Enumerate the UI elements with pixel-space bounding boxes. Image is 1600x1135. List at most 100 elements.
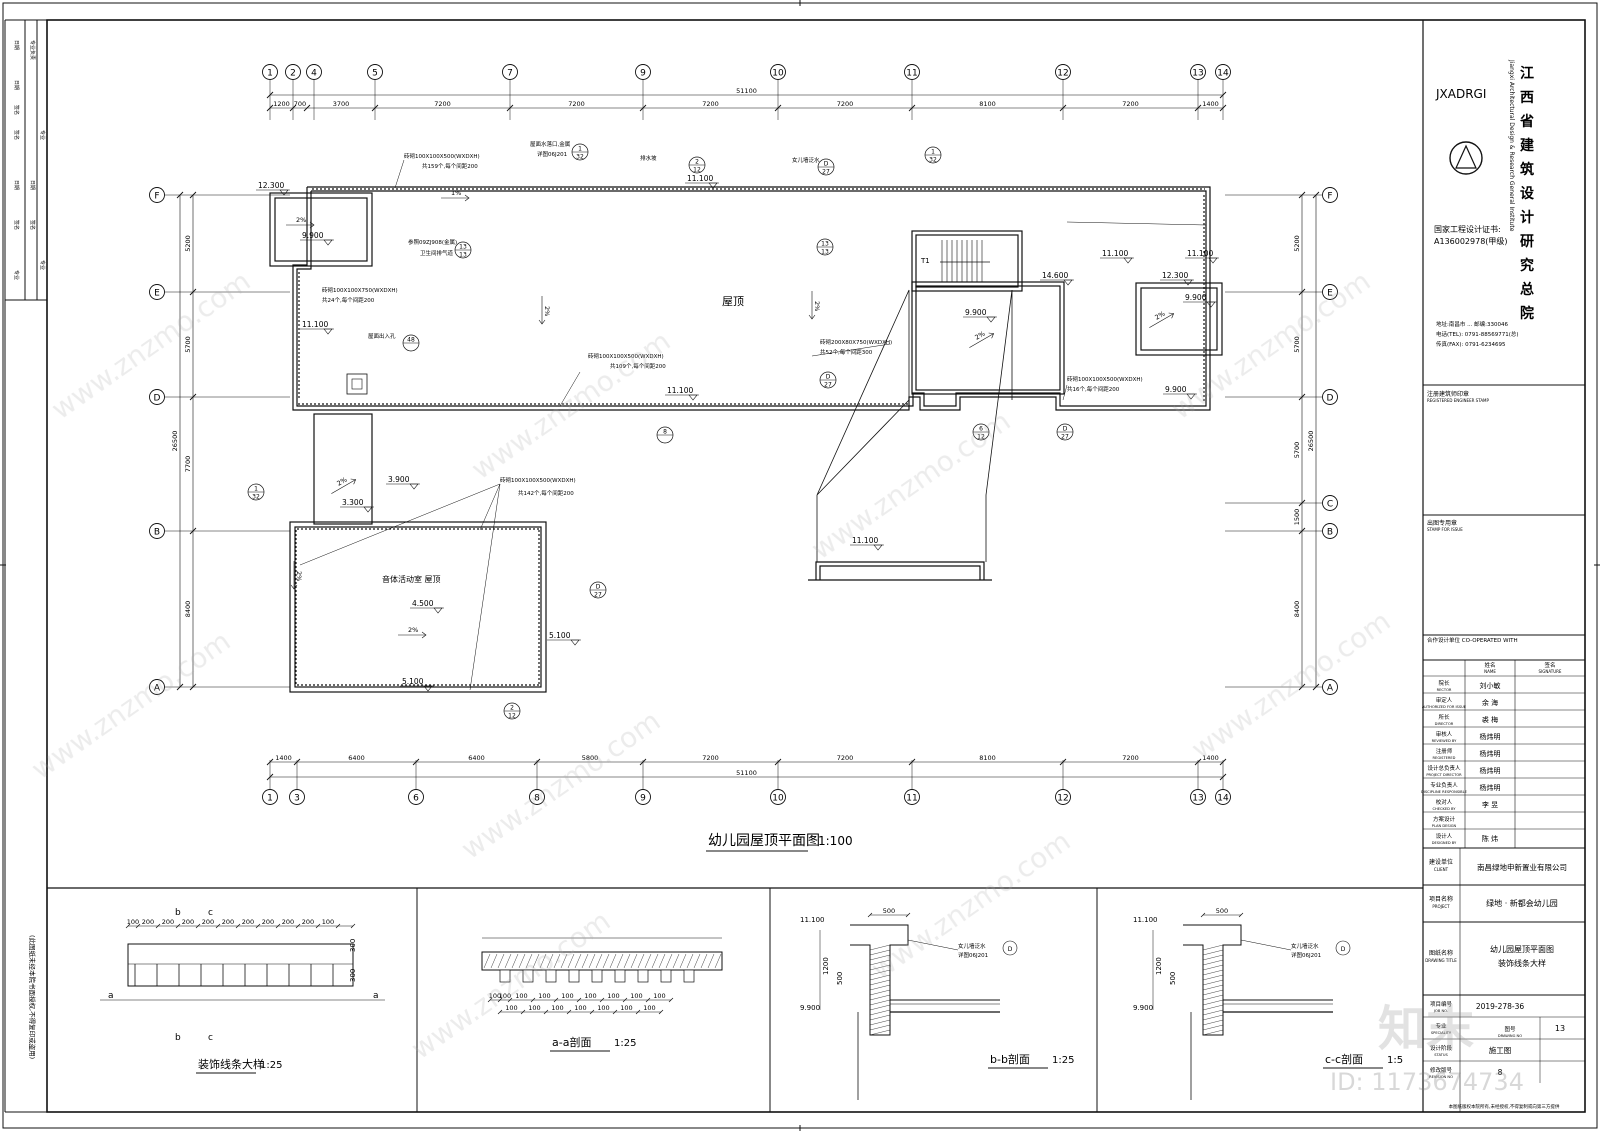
detail-4-dim-v2: 500 <box>1169 972 1177 985</box>
detail-index-bubble: 8 <box>656 426 674 444</box>
company-name-char: 总 <box>1520 281 1534 298</box>
detail-index-bottom: 13 <box>459 252 467 259</box>
axis-bottom-9: 9 <box>635 789 651 805</box>
detail-index-top: 8 <box>663 429 667 436</box>
drawing-label-en: DRAWING TITLE <box>1425 958 1457 963</box>
axis-left-B-label: B <box>154 528 160 538</box>
dim-bottom-5: 7200 <box>837 754 854 762</box>
role-label: 审核人 <box>1436 730 1453 738</box>
d2-dim2: 100 <box>620 1004 632 1012</box>
d1-section-mark: b <box>175 908 181 918</box>
dim-right-2: 5700 <box>1293 442 1301 459</box>
elevation-value: 12.300 <box>1162 271 1188 280</box>
company-logo-icon <box>1449 141 1483 175</box>
axis-right-D: D <box>1322 389 1338 405</box>
role-label-en: RECTOR <box>1437 688 1452 692</box>
d1-side-dim: 300 <box>349 969 357 982</box>
dim-left-1: 5700 <box>184 336 192 353</box>
issue-label-en: STAMP FOR ISSUE <box>1427 527 1463 532</box>
axis-right-D-label: D <box>1327 394 1334 404</box>
company-name-char: 院 <box>1520 305 1534 322</box>
detail-index-bottom: 27 <box>822 169 830 176</box>
strip-vertical-note: (此图纸未经本院书面授权,不得复印或盗用) <box>28 935 37 1059</box>
slope-arrows: 1%2%2%2%2%2%2%2%2% <box>286 189 1175 639</box>
elevation-value: 11.100 <box>852 536 878 545</box>
role-label: 注册师 <box>1436 747 1453 755</box>
company-logo-text: JXADRGI <box>1435 87 1486 101</box>
axis-left-D: D <box>149 389 165 405</box>
detail-3-elev2: 9.900 <box>800 1004 820 1012</box>
col-sign: 签名 <box>1544 661 1555 669</box>
elevation-mark: 11.100 <box>665 386 699 401</box>
axis-top-7-label: 7 <box>507 69 513 79</box>
person-name: 刘小敏 <box>1480 681 1501 690</box>
d1-dim: 200 <box>242 918 254 926</box>
dim-bottom-4: 7200 <box>702 754 719 762</box>
detail-1-scale: 1:25 <box>260 1060 282 1071</box>
detail-index-top: 13 <box>821 241 829 248</box>
leader-note: 详图06J201 <box>537 150 567 158</box>
d1-dim: 200 <box>282 918 294 926</box>
elevation-mark: 14.600 <box>1040 271 1074 286</box>
watermark-site: www.znzmo.com <box>465 324 676 486</box>
tb-row-label-en: JOB NO. <box>1433 1009 1448 1013</box>
detail-index-top: 2 <box>510 705 514 712</box>
gym-roof-label: 音体活动室 屋顶 <box>382 574 441 584</box>
dim-top-2: 3700 <box>333 100 350 108</box>
axis-left-B: B <box>149 523 165 539</box>
d1-dim: 200 <box>202 918 214 926</box>
leader-note: 共24个,每个间距200 <box>322 296 375 304</box>
detail-index-bottom: 12 <box>977 434 985 441</box>
dim-top-1: 700 <box>294 100 306 108</box>
role-label: 设计人 <box>1436 832 1453 840</box>
company-tel: 电话(TEL): 0791-88569771(总) <box>1436 330 1519 338</box>
detail-3-dim-v: 1200 <box>822 957 830 975</box>
axis-bottom-10: 10 <box>770 789 786 805</box>
axis-right-C: C <box>1322 495 1338 511</box>
company-name-char: 设 <box>1520 186 1535 202</box>
detail-index-bottom: 27 <box>824 382 832 389</box>
dim-top-5: 7200 <box>702 100 719 108</box>
dim-bottom-6: 8100 <box>979 754 996 762</box>
left-strip: 日期日期签名签名专业负责专业日期签名日期签名专业专业(此图纸未经本院书面授权,不… <box>13 40 46 1059</box>
elevation-value: 11.100 <box>302 320 328 329</box>
person-name: 余 海 <box>1482 698 1498 707</box>
detail-index-bottom: 32 <box>252 494 260 501</box>
slope-value: 2% <box>1154 310 1167 322</box>
d1-dim: 100 <box>127 918 139 926</box>
axis-bottom-13: 13 <box>1190 789 1206 805</box>
slope-arrow: 2% <box>398 626 427 639</box>
detail-4-scale: 1:5 <box>1387 1055 1403 1066</box>
elevation-value: 12.300 <box>258 181 284 190</box>
leader-note: 砖砌100X100X500(WXDXH) <box>1067 375 1143 383</box>
d2-dim2: 100 <box>551 1004 563 1012</box>
dim-bottom-8: 1400 <box>1202 754 1219 762</box>
drawing-title-2: 装饰线条大样 <box>1498 958 1546 968</box>
strip-label: 日期 <box>13 80 19 90</box>
detail-index-bubble: 212 <box>503 702 521 720</box>
elevation-mark: 3.900 <box>386 475 420 490</box>
elevation-value: 4.500 <box>412 599 434 608</box>
role-label: 所长 <box>1438 713 1450 721</box>
detail-index-bubble: D27 <box>589 581 607 599</box>
stamp-label-en: REGISTERED ENGINEER STAMP <box>1427 398 1490 403</box>
elevation-mark: 9.900 <box>963 308 997 323</box>
company-name-char: 建 <box>1520 137 1534 154</box>
dim-right-0: 5200 <box>1293 235 1301 252</box>
axis-bottom-14-label: 14 <box>1217 794 1229 804</box>
axis-top-14-label: 14 <box>1217 69 1229 79</box>
dim-top-6: 7200 <box>837 100 854 108</box>
dim-bottom-7: 7200 <box>1122 754 1139 762</box>
dim-top-0: 1200 <box>273 100 290 108</box>
axis-top-7: 7 <box>502 64 518 80</box>
dim-right-4: 8400 <box>1293 601 1301 618</box>
detail-index-top: 1 <box>931 149 935 156</box>
person-name: 杨炜明 <box>1480 766 1501 775</box>
axis-top-14: 14 <box>1215 64 1231 80</box>
elevation-value: 11.100 <box>687 174 713 183</box>
d1-section-mark: b <box>175 1033 181 1043</box>
watermark-site: www.znzmo.com <box>455 704 666 866</box>
detail-4-elev: 11.100 <box>1133 916 1158 924</box>
